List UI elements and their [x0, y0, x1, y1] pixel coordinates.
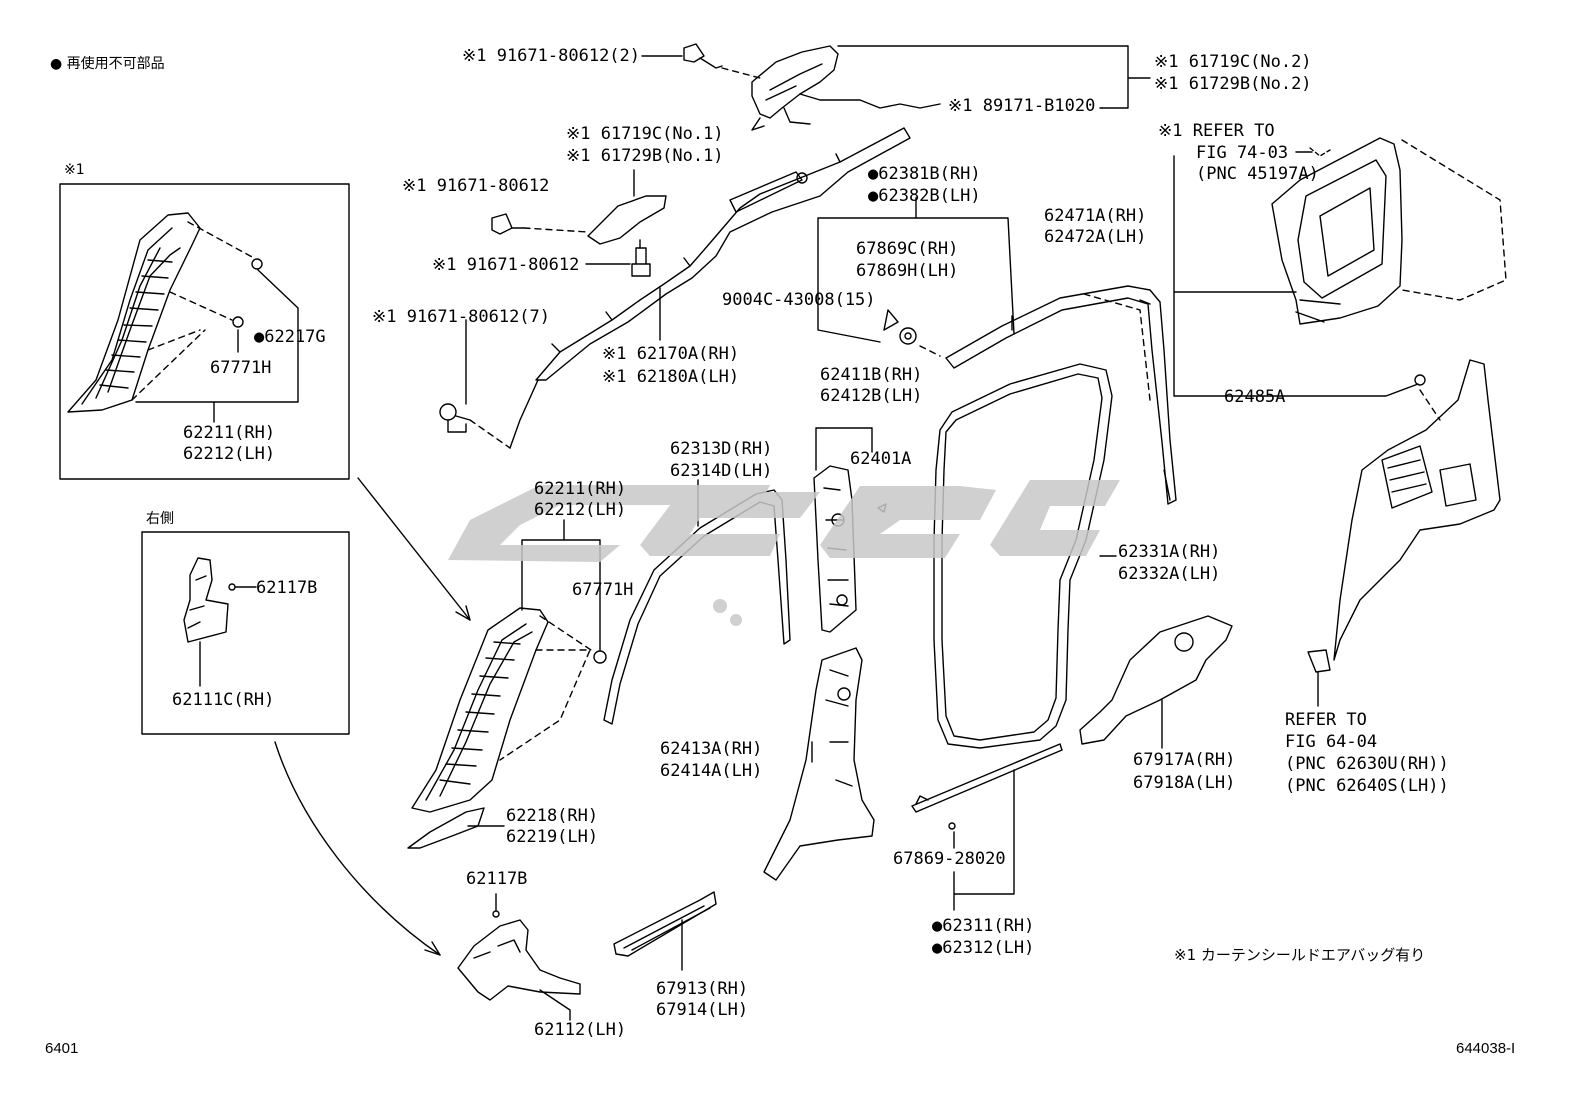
front-pillar-trim [411, 519, 607, 813]
roof-side-trim [945, 285, 1177, 505]
part-callout: 62218(RH) [506, 806, 599, 826]
part-callout: ※1 62180A(LH) [602, 367, 740, 387]
part-callout: ※1 61729B(No.1) [566, 146, 724, 166]
part-callout: (PNC 45197A) [1196, 164, 1319, 184]
box1-mark: ※1 [64, 162, 85, 178]
page-number: 6401 [45, 1040, 79, 1057]
part-callout: 62472A(LH) [1044, 227, 1147, 247]
quarter-trim-upper [1173, 137, 1507, 397]
part-callout: FIG 74-03 [1196, 143, 1289, 163]
figure-id: 644038-I [1456, 1040, 1516, 1057]
part-callout: 67771H [210, 358, 272, 378]
part-callout: 9004C-43008(15) [722, 290, 876, 310]
part-callout: 67917A(RH) [1133, 750, 1236, 770]
part-callout: 62314D(LH) [670, 461, 773, 481]
part-callout: ●62311(RH) [932, 916, 1035, 936]
part-callout: 62471A(RH) [1044, 206, 1147, 226]
inset-arrow-2 [274, 741, 441, 956]
legend-text: 再使用不可部品 [66, 56, 165, 72]
part-callout: ●62381B(RH) [868, 164, 981, 184]
part-callout: 62211(RH) [183, 423, 276, 443]
center-pillar-lower [763, 647, 875, 881]
pillar-lower-rh-inset [183, 557, 257, 687]
airbag-bracket-no2 [683, 43, 1151, 131]
part-callout: 67869H(LH) [856, 261, 959, 281]
sill-moulding [911, 743, 1063, 911]
part-callout: ※1 61719C(No.1) [566, 124, 724, 144]
watermark [448, 480, 1120, 626]
part-callout: 62414A(LH) [660, 761, 763, 781]
part-callout: ※1 62170A(RH) [602, 344, 740, 364]
part-callout: 62111C(RH) [172, 690, 275, 710]
part-callout: 62117B [256, 578, 318, 598]
curtain-airbag-assembly [439, 127, 911, 449]
part-callout: ●62382B(LH) [868, 186, 981, 206]
part-callout: 62413A(RH) [660, 739, 763, 759]
part-callout: ※1 REFER TO [1158, 121, 1275, 141]
part-callout: 62412B(LH) [820, 386, 923, 406]
box2-title: 右側 [146, 511, 174, 527]
part-callout: ※1 91671-80612 [402, 176, 550, 196]
inset-arrow-1 [357, 477, 471, 621]
part-callout: 62117B [466, 869, 528, 889]
part-callout: ※1 91671-80612 [432, 255, 580, 275]
part-callout: (PNC 62640S(LH)) [1285, 776, 1449, 796]
part-callout: ※1 61719C(No.2) [1154, 52, 1312, 72]
pillar-lower-lh [457, 893, 581, 1021]
scuff-plate [613, 891, 717, 971]
footnote: ※1 カーテンシールドエアバッグ有り [1174, 946, 1426, 964]
legend: ● 再使用不可部品 [50, 57, 165, 71]
part-callout: ●62312(LH) [932, 938, 1035, 958]
part-callout: 67869C(RH) [856, 239, 959, 259]
part-callout: ※1 91671-80612(7) [372, 307, 551, 327]
small-trim-62218 [407, 807, 505, 849]
part-callout: ※1 91671-80612(2) [462, 46, 641, 66]
part-callout: 62219(LH) [506, 827, 599, 847]
part-callout: 62331A(RH) [1118, 542, 1221, 562]
part-callout: 62112(LH) [534, 1020, 627, 1040]
part-callout: 67914(LH) [656, 1000, 749, 1020]
part-callout: FIG 64-04 [1285, 732, 1378, 752]
airbag-bracket-no1 [491, 169, 667, 277]
part-callout: 62332A(LH) [1118, 564, 1221, 584]
clips-62381b [817, 197, 1015, 357]
part-callout: 67869-28020 [893, 849, 1006, 869]
part-callout: 67918A(LH) [1133, 773, 1236, 793]
part-callout: ※1 61729B(No.2) [1154, 74, 1312, 94]
part-callout: 67913(RH) [656, 979, 749, 999]
part-callout: 62212(LH) [183, 444, 276, 464]
part-callout: ●62217G [254, 327, 326, 347]
part-callout: 62313D(RH) [670, 439, 773, 459]
part-callout: (PNC 62630U(RH)) [1285, 754, 1449, 774]
legend-bullet: ● [50, 56, 63, 72]
part-callout: 62212(LH) [534, 500, 627, 520]
inset-box-1 [59, 183, 350, 480]
quarter-trim-lower [1307, 359, 1501, 707]
inset-box-right-side [141, 531, 350, 735]
part-callout: 62411B(RH) [820, 365, 923, 385]
part-callout: 62211(RH) [534, 479, 627, 499]
part-callout: ※1 89171-B1020 [948, 96, 1096, 116]
rocker-trim [1079, 615, 1233, 749]
part-callout: 62485A [1224, 387, 1286, 407]
part-callout: 62401A [850, 449, 912, 469]
part-callout: REFER TO [1285, 710, 1367, 730]
front-pillar-trim-inset [67, 212, 263, 413]
part-callout: 67771H [572, 580, 634, 600]
door-weatherstrip [933, 363, 1117, 749]
